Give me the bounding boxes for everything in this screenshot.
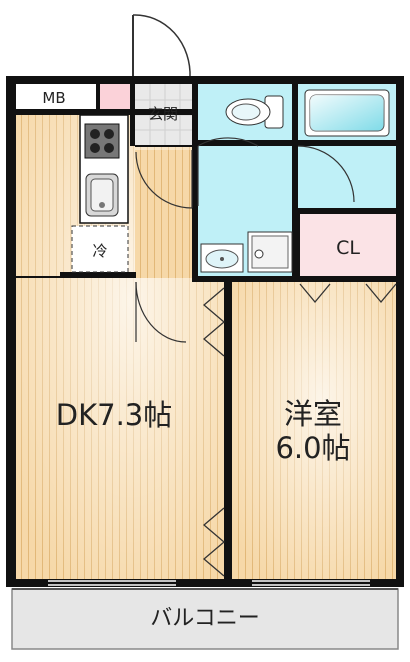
entrance-door xyxy=(132,14,191,79)
hallway-floor xyxy=(135,150,192,278)
dk-room-label: DK7.3帖 xyxy=(56,398,172,432)
kitchen-sink-icon xyxy=(85,173,119,217)
kitchen-counter xyxy=(79,114,129,224)
stove-icon xyxy=(84,123,120,159)
toilet-icon xyxy=(225,95,284,129)
bath-corridor xyxy=(298,146,396,208)
closet-label: CL xyxy=(336,237,360,259)
partition-folding-doors xyxy=(202,287,226,577)
fridge-space: 冷 xyxy=(71,225,129,273)
door-swings xyxy=(135,137,355,343)
western-room-label-line1: 洋室 xyxy=(284,397,342,431)
meter-box-label: MB xyxy=(42,89,65,107)
meter-box xyxy=(16,84,96,109)
balcony-floor xyxy=(11,588,399,650)
entrance-label: 玄関 xyxy=(148,105,178,123)
balcony-label: バルコニー xyxy=(150,606,260,631)
balcony-windows xyxy=(48,580,370,586)
washing-machine-pan-icon xyxy=(247,231,293,273)
washbasin-icon xyxy=(200,243,244,273)
bathtub-icon xyxy=(304,89,390,137)
closet-floor xyxy=(300,214,396,276)
fridge-label: 冷 xyxy=(92,242,107,260)
closet-folding-door xyxy=(299,283,397,304)
pink-cell xyxy=(100,84,130,109)
western-room-label-line2: 6.0帖 xyxy=(275,431,350,465)
